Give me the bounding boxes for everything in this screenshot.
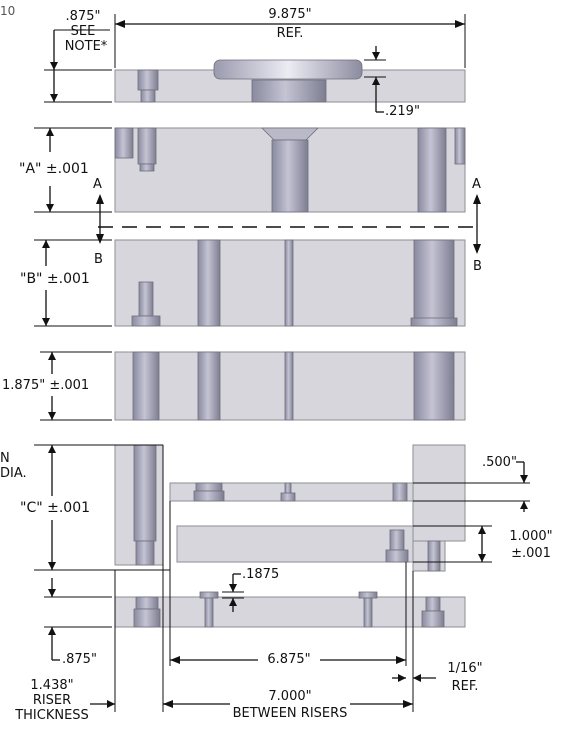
between-risers-label: BETWEEN RISERS	[232, 706, 348, 721]
page-number: 10	[0, 4, 16, 18]
section-b-left: B	[94, 252, 103, 267]
dimension-lines	[34, 14, 530, 712]
top-note-note: NOTE*	[64, 39, 108, 54]
upper-offset: .500"	[482, 455, 517, 470]
overall-width-ref: REF.	[276, 26, 304, 41]
riser-assembly	[114, 444, 466, 628]
riser-thickness-value: 1.438"	[30, 678, 74, 693]
lower-offset-tolerance: ±.001	[511, 546, 551, 561]
top-plate	[114, 59, 466, 103]
cut-text-2: DIA.	[0, 466, 27, 481]
counterbore-depth: .219"	[385, 104, 420, 119]
gap-ref: REF.	[451, 679, 479, 694]
riser-thickness-label: RISER	[32, 693, 72, 708]
base-thickness: .875"	[62, 652, 97, 667]
plate-1875-thickness: 1.875" ±.001	[2, 378, 90, 393]
section-b-right: B	[473, 259, 482, 274]
section-a-left: A	[93, 177, 102, 192]
overall-width: 9.875"	[250, 8, 330, 22]
plate-b	[114, 239, 466, 327]
dimension-a-label: "A" ±.001	[19, 161, 89, 177]
lower-offset-value: 1.000"	[509, 529, 553, 544]
section-a-right: A	[472, 177, 481, 192]
dimension-b-label: "B" ±.001	[20, 271, 90, 287]
between-risers-value: 7.000"	[268, 689, 312, 704]
plate-1875	[114, 351, 466, 421]
gap-value: 1/16"	[447, 661, 483, 676]
pin-height: .1875	[242, 567, 280, 582]
top-note-value: .875"	[65, 9, 101, 24]
inner-span: 6.875"	[258, 653, 320, 667]
dimension-c-label: "C" ±.001	[20, 500, 91, 516]
riser-thickness-label-2: THICKNESS	[15, 708, 89, 723]
plate-a	[114, 127, 466, 213]
cut-text-1: N	[0, 451, 10, 466]
top-note-see: SEE	[70, 24, 96, 39]
